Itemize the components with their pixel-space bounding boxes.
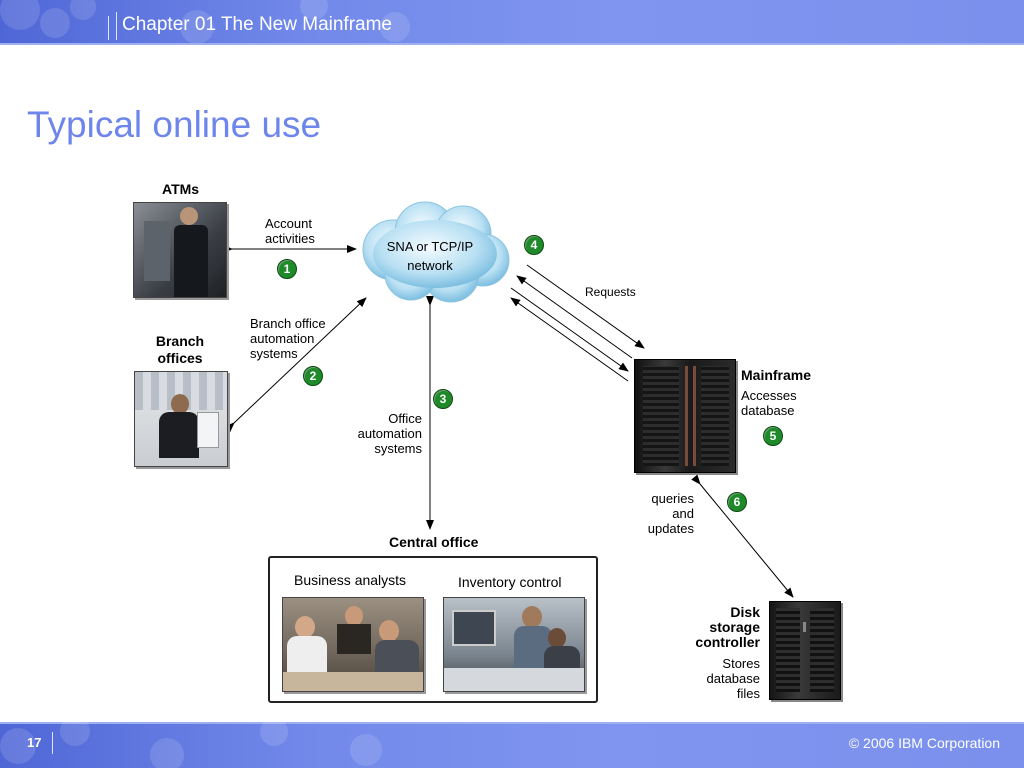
footer-bar: [0, 716, 1024, 772]
mainframe-desc-line1: Accesses: [741, 388, 797, 403]
arrow-branch-network: [224, 297, 367, 433]
arrow-request-3: [510, 287, 629, 372]
disk-title-line1: Disk: [730, 604, 760, 620]
queries-line1: queries: [651, 491, 694, 506]
business-analysts-label: Business analysts: [294, 572, 407, 588]
copyright: © 2006 IBM Corporation: [848, 735, 1000, 751]
branch-title-line2: offices: [157, 350, 203, 366]
step-5-badge: 5: [763, 426, 783, 446]
office-flow-line3: systems: [374, 441, 422, 456]
network-cloud-icon: [362, 201, 510, 303]
disk-title-line2: storage: [709, 619, 760, 635]
page-number: 17: [27, 735, 42, 750]
office-flow-line2: automation: [357, 426, 422, 441]
central-office-title: Central office: [389, 534, 479, 550]
disk-storage-icon: [769, 601, 841, 700]
network-label-line1: SNA or TCP/IP: [386, 239, 474, 254]
atm-photo: [133, 202, 227, 298]
step-2-badge: 2: [303, 366, 323, 386]
step-4-badge: 4: [524, 235, 544, 255]
header-rule: [0, 43, 1024, 45]
arrow-request-1: [526, 264, 645, 349]
atms-title: ATMs: [162, 181, 200, 197]
disk-desc-line2: database: [706, 671, 761, 686]
network-label-line2: network: [407, 258, 453, 273]
arrow-request-4: [510, 297, 629, 382]
queries-line3: updates: [647, 521, 694, 536]
branch-flow-line2: automation: [250, 331, 315, 346]
office-flow-line1: Office: [388, 411, 422, 426]
requests-label: Requests: [585, 285, 636, 299]
mainframe-icon: [634, 359, 736, 473]
header-bar: [0, 0, 1024, 44]
arrow-request-2: [516, 275, 633, 359]
step-1-badge: 1: [277, 259, 297, 279]
mainframe-desc-line2: database: [741, 403, 795, 418]
disk-title-line3: controller: [695, 634, 760, 650]
branch-photo: [134, 371, 228, 467]
disk-desc-line3: files: [736, 686, 760, 701]
queries-line2: and: [672, 506, 694, 521]
footer-divider: [52, 732, 53, 754]
header-divider: [116, 12, 117, 40]
branch-flow-line1: Branch office: [250, 316, 326, 331]
arrow-mainframe-disk: [691, 474, 794, 598]
account-activities-line1: Account: [265, 216, 312, 231]
inventory-control-label: Inventory control: [458, 574, 562, 590]
account-activities-line2: activities: [265, 231, 315, 246]
branch-title-line1: Branch: [155, 333, 205, 349]
step-3-badge: 3: [433, 389, 453, 409]
mainframe-title: Mainframe: [741, 367, 812, 383]
disk-desc-line1: Stores: [722, 656, 760, 671]
footer-rule: [0, 722, 1024, 724]
header-divider: [108, 16, 109, 40]
branch-flow-line3: systems: [250, 346, 298, 361]
step-6-badge: 6: [727, 492, 747, 512]
business-analysts-photo: [282, 597, 424, 692]
chapter-title: Chapter 01 The New Mainframe: [122, 14, 392, 35]
inventory-control-photo: [443, 597, 585, 692]
slide-title: Typical online use: [27, 104, 322, 145]
